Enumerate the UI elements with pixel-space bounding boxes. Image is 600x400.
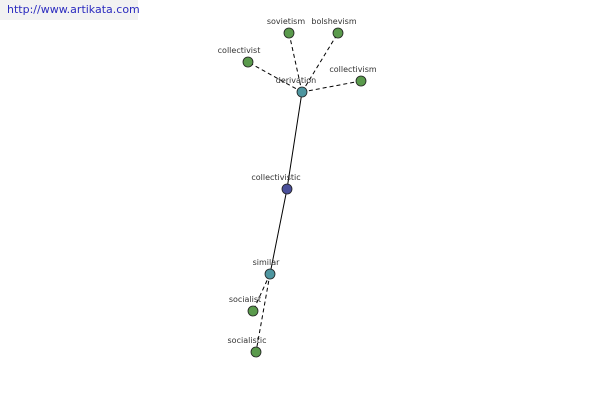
edge-collectivistic-derivation bbox=[286, 91, 303, 190]
node-circle-collectivism[interactable] bbox=[355, 75, 367, 87]
edge-derivation-sovietism bbox=[288, 32, 303, 93]
node-socialist[interactable]: socialist bbox=[229, 295, 261, 317]
node-label-socialistic: socialistic bbox=[228, 336, 267, 345]
node-circle-collectivist[interactable] bbox=[242, 56, 254, 68]
node-circle-collectivistic[interactable] bbox=[281, 183, 293, 195]
node-collectivism[interactable]: collectivism bbox=[329, 65, 377, 87]
node-collectivistic[interactable]: collectivistic bbox=[251, 173, 301, 195]
watermark-url: http://www.artikata.com bbox=[0, 0, 140, 20]
edge-collectivistic-similar bbox=[269, 188, 288, 275]
edge-similar-socialistic bbox=[255, 273, 271, 353]
node-circle-socialistic[interactable] bbox=[250, 346, 262, 358]
edge-similar-socialist bbox=[252, 273, 271, 312]
node-similar[interactable]: similar bbox=[253, 258, 281, 280]
node-collectivist[interactable]: collectivist bbox=[218, 46, 261, 68]
node-derivation[interactable]: derivation bbox=[276, 76, 316, 98]
node-socialistic[interactable]: socialistic bbox=[228, 336, 267, 358]
node-label-bolshevism: bolshevism bbox=[311, 17, 356, 26]
node-label-collectivist: collectivist bbox=[218, 46, 261, 55]
node-circle-socialist[interactable] bbox=[247, 305, 259, 317]
node-sovietism[interactable]: sovietism bbox=[267, 17, 305, 39]
edge-derivation-collectivist bbox=[247, 61, 303, 93]
node-circle-derivation[interactable] bbox=[296, 86, 308, 98]
node-label-similar: similar bbox=[253, 258, 281, 267]
nodes-layer: sovietism bolshevism collectivist collectiv… bbox=[218, 17, 377, 358]
edges-layer bbox=[247, 32, 362, 353]
node-bolshevism[interactable]: bolshevism bbox=[311, 17, 357, 39]
node-label-socialist: socialist bbox=[229, 295, 261, 304]
node-label-sovietism: sovietism bbox=[267, 17, 305, 26]
node-label-collectivism: collectivism bbox=[329, 65, 377, 74]
node-label-derivation: derivation bbox=[276, 76, 316, 85]
edge-derivation-bolshevism bbox=[301, 32, 339, 93]
node-circle-similar[interactable] bbox=[264, 268, 276, 280]
node-circle-sovietism[interactable] bbox=[283, 27, 295, 39]
node-label-collectivistic: collectivistic bbox=[251, 173, 300, 182]
node-circle-bolshevism[interactable] bbox=[332, 27, 344, 39]
edge-derivation-collectivism bbox=[301, 80, 362, 93]
